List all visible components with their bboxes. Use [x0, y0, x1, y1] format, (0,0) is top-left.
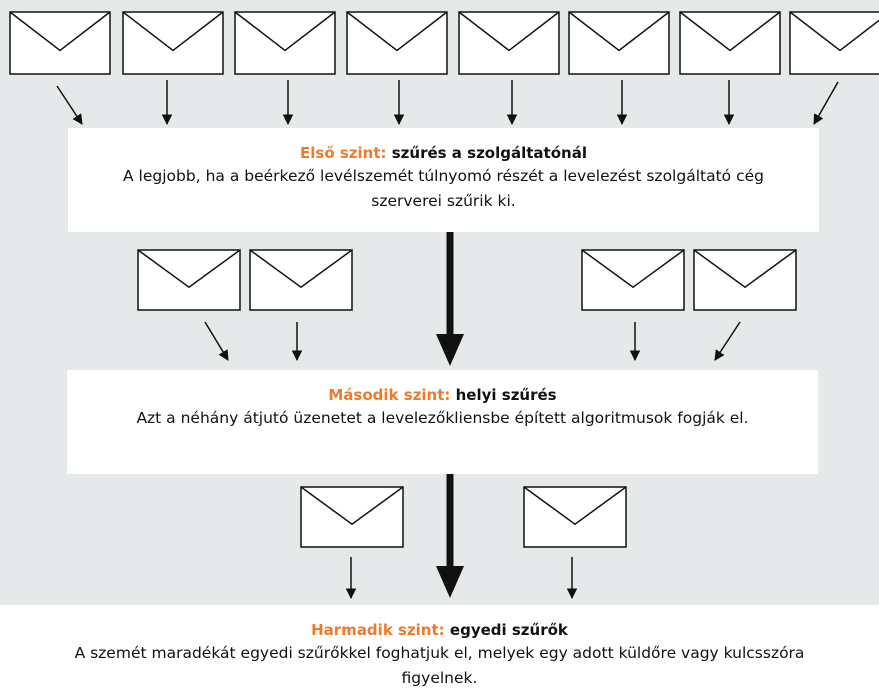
level-3-description: A szemét maradékát egyedi szűrőkkel fogh…	[74, 644, 805, 687]
level-1-heading: Első szint: szűrés a szolgáltatónál	[68, 142, 819, 164]
level-1-title: szűrés a szolgáltatónál	[391, 144, 587, 162]
main-flow-arrowhead	[436, 566, 464, 598]
envelope-icon	[458, 11, 560, 75]
envelope-icon	[523, 486, 627, 548]
level-3-title: egyedi szűrők	[449, 621, 568, 639]
arrow-icon	[56, 85, 83, 125]
envelope-icon	[346, 11, 448, 75]
arrow-icon	[204, 321, 229, 361]
envelope-icon	[137, 249, 241, 311]
level-2-description: Azt a néhány átjutó üzenetet a levelezők…	[136, 409, 749, 427]
level-1-description: A legjobb, ha a beérkező levélszemét túl…	[123, 167, 764, 210]
level-3-tag: Harmadik szint:	[311, 621, 445, 639]
envelope-icon	[234, 11, 336, 75]
level-2-tag: Második szint:	[328, 386, 451, 404]
arrow-icon	[714, 321, 741, 361]
level-2-heading: Második szint: helyi szűrés	[67, 384, 818, 406]
envelope-icon	[679, 11, 781, 75]
arrow-icon	[813, 81, 839, 125]
level-2-title: helyi szűrés	[455, 386, 557, 404]
envelope-icon	[122, 11, 224, 75]
level-3-box: Harmadik szint: egyedi szűrők A szemét m…	[0, 605, 879, 697]
level-2-box: Második szint: helyi szűrés Azt a néhány…	[67, 370, 818, 474]
envelope-icon	[581, 249, 685, 311]
level-1-tag: Első szint:	[300, 144, 387, 162]
level-1-box: Első szint: szűrés a szolgáltatónál A le…	[68, 128, 819, 232]
envelope-icon	[693, 249, 797, 311]
envelope-icon	[9, 11, 111, 75]
level-3-heading: Harmadik szint: egyedi szűrők	[0, 619, 879, 641]
envelope-icon	[300, 486, 404, 548]
envelope-icon	[249, 249, 353, 311]
main-flow-arrowhead	[436, 334, 464, 366]
envelope-icon	[789, 11, 879, 75]
envelope-icon	[568, 11, 670, 75]
